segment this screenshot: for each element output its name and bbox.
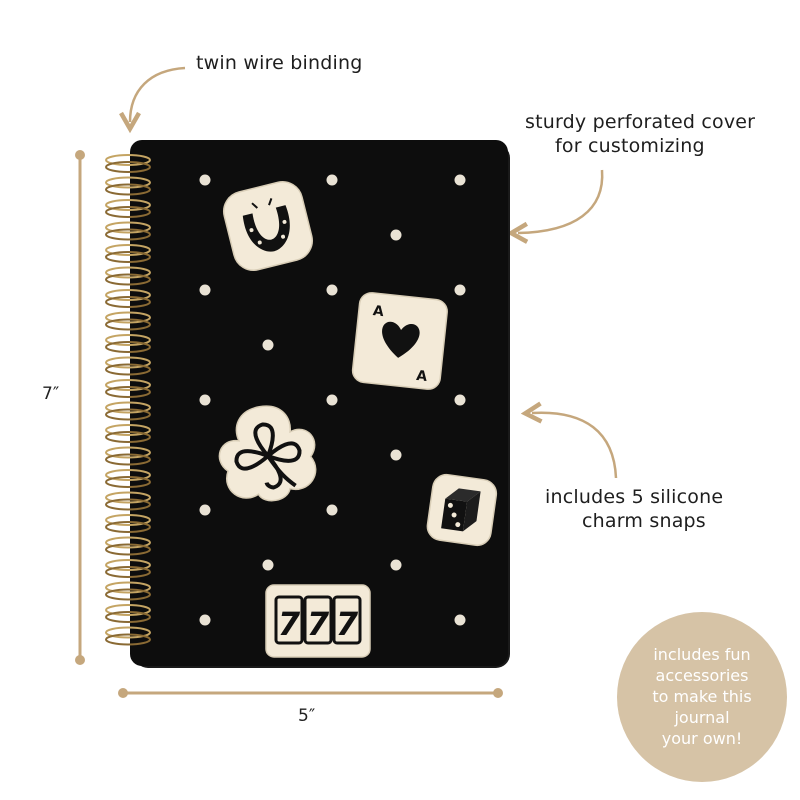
perforation-hole bbox=[199, 504, 211, 516]
wire-coil-loop bbox=[105, 581, 151, 594]
perforation-hole bbox=[199, 174, 211, 186]
wire-coil-loop bbox=[105, 543, 151, 556]
wire-coil-loop bbox=[105, 154, 151, 166]
seven-digit-2: 7 bbox=[307, 605, 330, 643]
perforation-hole bbox=[326, 174, 338, 186]
perforation-hole bbox=[390, 449, 402, 461]
badge-line-3: to make this bbox=[652, 687, 752, 706]
seven-digit-3: 7 bbox=[336, 605, 359, 643]
perforation-hole bbox=[199, 614, 211, 626]
dice-icon bbox=[441, 488, 481, 532]
wire-coil-loop bbox=[105, 251, 151, 263]
height-label: 7″ bbox=[42, 384, 60, 404]
wire-coil-loop bbox=[105, 356, 151, 369]
binding-arrow bbox=[130, 66, 186, 122]
wire-coil-loop bbox=[105, 559, 151, 571]
wire-coil-loop bbox=[105, 446, 151, 459]
badge-line-4: journal bbox=[674, 708, 730, 727]
wire-coil-loop bbox=[105, 491, 151, 504]
twin-wire-coils bbox=[105, 154, 151, 646]
perforation-hole bbox=[199, 394, 211, 406]
wire-coil-loop bbox=[105, 228, 151, 241]
wire-coil-loop bbox=[105, 266, 151, 279]
width-dimension-line bbox=[118, 688, 503, 698]
wire-coil-loop bbox=[105, 334, 151, 346]
notebook bbox=[105, 140, 510, 668]
wire-coil-loop bbox=[105, 221, 151, 234]
charms-label-line1: includes 5 silicone bbox=[545, 486, 724, 508]
wire-coil-loop bbox=[105, 401, 151, 414]
perforation-hole bbox=[454, 614, 466, 626]
wire-coil-loop bbox=[105, 273, 151, 286]
binding-label: twin wire binding bbox=[196, 52, 363, 74]
perforation-hole bbox=[454, 174, 466, 186]
wire-coil-loop bbox=[105, 521, 151, 533]
wire-coil-loop bbox=[105, 498, 151, 511]
wire-coil-loop bbox=[105, 161, 151, 173]
cover-label-line2: for customizing bbox=[555, 135, 705, 157]
width-label: 5″ bbox=[298, 706, 316, 726]
notebook-cover bbox=[130, 140, 508, 666]
wire-coil-loop bbox=[105, 604, 151, 616]
wire-coil-loop bbox=[105, 244, 151, 256]
charms-label-line2: charm snaps bbox=[582, 510, 706, 532]
dice-charm bbox=[426, 473, 498, 547]
badge-line-1: includes fun bbox=[653, 645, 751, 664]
perforation-hole bbox=[390, 229, 402, 241]
wire-coil-loop bbox=[105, 536, 151, 549]
wire-coil-loop bbox=[105, 206, 151, 218]
perforation-hole bbox=[262, 559, 274, 571]
perforation-hole bbox=[326, 504, 338, 516]
triple-seven-charm: 7 7 7 bbox=[265, 584, 371, 658]
perforation-hole bbox=[454, 394, 466, 406]
wire-coil-loop bbox=[105, 424, 151, 436]
perforation-hole bbox=[326, 284, 338, 296]
perforation-hole bbox=[390, 559, 402, 571]
wire-coil-loop bbox=[105, 611, 151, 623]
accessories-badge: includes fun accessories to make this jo… bbox=[617, 612, 787, 782]
seven-digit-1: 7 bbox=[278, 605, 301, 643]
wire-coil-loop bbox=[105, 318, 151, 331]
wire-coil-loop bbox=[105, 311, 151, 324]
wire-coil-loop bbox=[105, 386, 151, 398]
wire-coil-loop bbox=[105, 453, 151, 466]
wire-coil-loop bbox=[105, 408, 151, 421]
wire-coil-loop bbox=[105, 183, 151, 196]
badge-line-5: your own! bbox=[661, 729, 743, 748]
wire-coil-loop bbox=[105, 633, 151, 646]
horseshoe-icon bbox=[242, 205, 290, 252]
triple-seven-icon: 7 7 7 bbox=[274, 595, 362, 645]
perforation-hole bbox=[262, 339, 274, 351]
badge-line-2: accessories bbox=[655, 666, 749, 685]
perforation-hole bbox=[454, 284, 466, 296]
height-dimension-line bbox=[75, 150, 85, 665]
wire-coil-loop bbox=[105, 363, 151, 376]
wire-coil-loop bbox=[105, 341, 151, 353]
wire-coil-loop bbox=[105, 289, 151, 301]
horseshoe-charm bbox=[223, 181, 313, 271]
ace-card-charm: A A bbox=[351, 292, 448, 390]
wire-coil-loop bbox=[105, 296, 151, 308]
perforation-hole bbox=[199, 284, 211, 296]
wire-coil-loop bbox=[105, 199, 151, 211]
cover-arrow bbox=[518, 169, 604, 233]
wire-coil-loop bbox=[105, 514, 151, 526]
wire-coil-loop bbox=[105, 476, 151, 488]
wire-coil-loop bbox=[105, 469, 151, 481]
wire-coil-loop bbox=[105, 379, 151, 391]
clover-charm bbox=[218, 405, 317, 502]
wire-coil-loop bbox=[105, 176, 151, 189]
cover-label-line1: sturdy perforated cover bbox=[525, 111, 756, 133]
perforation-hole bbox=[326, 394, 338, 406]
wire-coil-loop bbox=[105, 431, 151, 443]
ace-card-icon bbox=[382, 321, 420, 358]
ace-corner-top: A bbox=[372, 303, 385, 320]
charms-arrow bbox=[532, 413, 618, 479]
wire-coil-loop bbox=[105, 588, 151, 601]
wire-coil-loop bbox=[105, 626, 151, 639]
clover-icon bbox=[234, 422, 302, 490]
ace-corner-bottom: A bbox=[416, 368, 429, 385]
wire-coil-loop bbox=[105, 566, 151, 578]
